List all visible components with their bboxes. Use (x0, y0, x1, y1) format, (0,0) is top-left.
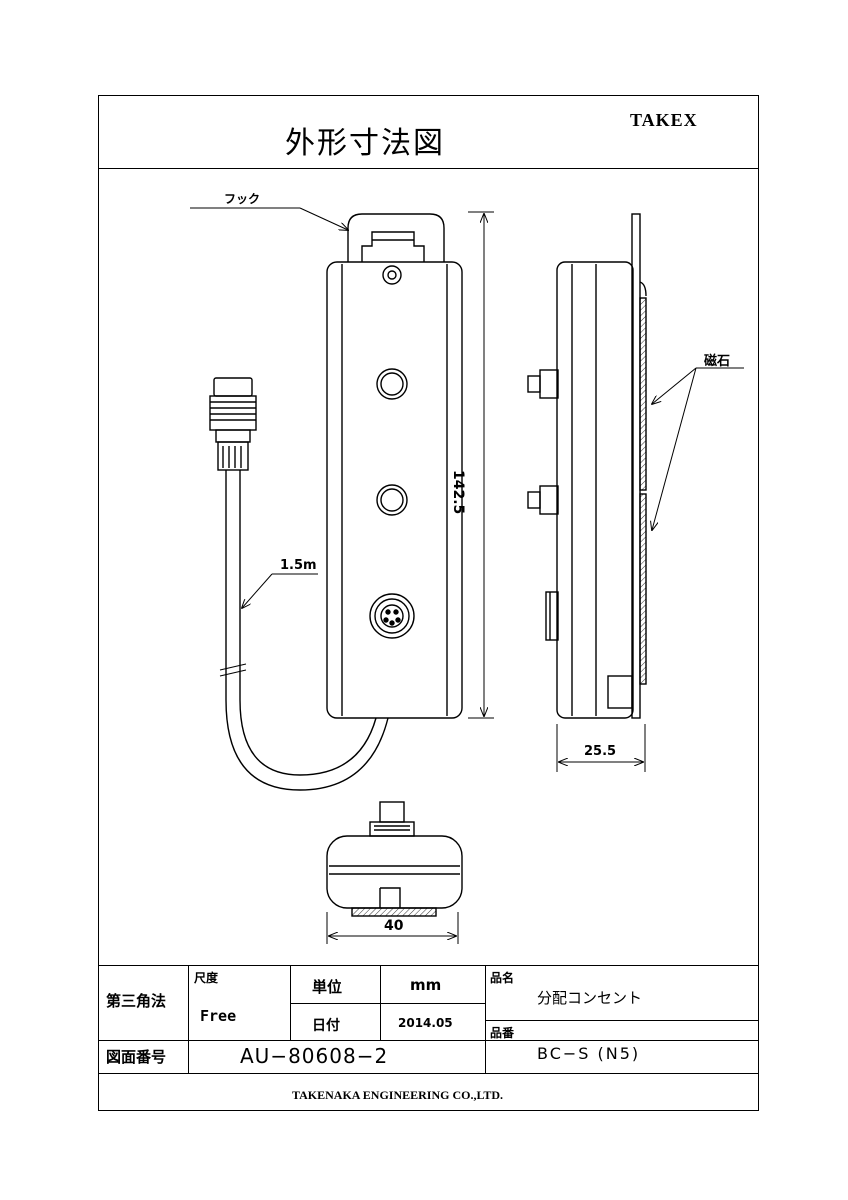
title-block-top (98, 965, 759, 966)
depth-dimension (556, 724, 646, 772)
product-name-value: 分配コンセント (537, 989, 643, 1007)
magnet-label: 磁石 (704, 354, 731, 369)
title-block-mid-left (290, 1003, 485, 1004)
date-value: 2014.05 (398, 1016, 453, 1030)
cable-leader (242, 573, 318, 608)
title-block-col2 (290, 965, 291, 1040)
drawing-title: 外形寸法図 (285, 126, 445, 161)
cable (209, 377, 389, 791)
title-block-col4 (485, 965, 486, 1073)
part-number-value: BC−S (N5) (537, 1044, 641, 1063)
hook-label: フック (224, 192, 261, 206)
side-view (527, 213, 647, 719)
button-upper-icon (376, 368, 408, 400)
hook-shape (347, 213, 445, 262)
date-label: 日付 (312, 1018, 340, 1034)
cable-length-label: 1.5m (280, 558, 317, 573)
projection-method: 第三角法 (106, 992, 167, 1010)
company-name: TAKENAKA ENGINEERING CO.,LTD. (292, 1088, 504, 1102)
magnet-strip-upper (639, 297, 647, 491)
title-block-mid-right (485, 1020, 759, 1021)
button-lower-icon (376, 484, 408, 516)
height-dimension-label: 142.5 (450, 470, 466, 515)
width-dimension (326, 912, 459, 944)
magnet-strip-lower (639, 493, 647, 685)
drawing-number-label: 図面番号 (106, 1048, 167, 1066)
magnet-leader (652, 367, 744, 530)
title-block-col1 (188, 965, 189, 1073)
unit-value: mm (410, 976, 442, 994)
screw-icon (382, 265, 402, 285)
title-block-row3 (98, 1040, 759, 1041)
brand-logo-text: TAKEX (630, 110, 698, 130)
title-block-row4 (98, 1073, 759, 1074)
product-name-label: 品名 (490, 971, 515, 985)
depth-dimension-label: 25.5 (584, 744, 617, 759)
drawing-number-value: AU−80608−2 (240, 1044, 389, 1068)
scale-value: Free (200, 1007, 237, 1025)
header-divider (98, 168, 759, 169)
connector-socket-icon (369, 593, 415, 639)
hook-leader (190, 207, 348, 230)
scale-label: 尺度 (194, 971, 219, 985)
unit-label: 単位 (312, 978, 343, 996)
height-dimension (468, 211, 494, 719)
drawing-sheet-frame (98, 95, 759, 1111)
bottom-view (326, 801, 463, 917)
part-number-label: 品番 (490, 1026, 515, 1040)
front-body (326, 261, 463, 719)
side-body (556, 261, 634, 719)
title-block-col3 (380, 965, 381, 1040)
bottom-body (326, 835, 463, 909)
width-dimension-label: 40 (384, 918, 404, 934)
front-view (326, 213, 463, 719)
